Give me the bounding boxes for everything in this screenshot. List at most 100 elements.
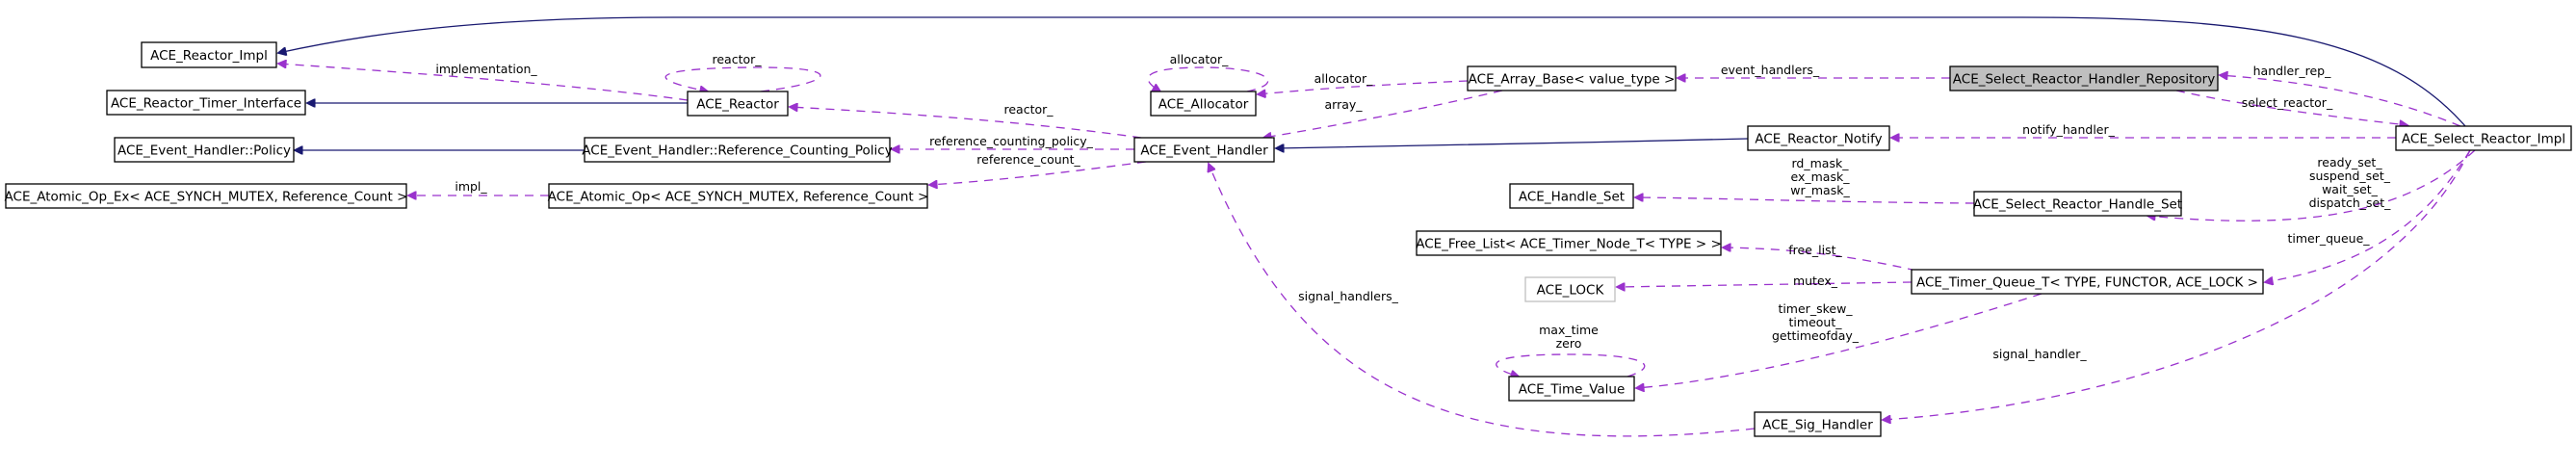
edge-label: reactor_ bbox=[712, 52, 762, 66]
class-node-label: ACE_Allocator bbox=[1158, 97, 1249, 113]
class-node-box[interactable] bbox=[584, 137, 891, 163]
edge-label: impl_ bbox=[455, 179, 487, 194]
class-node-label: ACE_Time_Value bbox=[1519, 382, 1626, 398]
class-node-timer-queue[interactable]: ACE_Timer_Queue_T< TYPE, FUNCTOR, ACE_LO… bbox=[1911, 269, 2264, 295]
usage-edge-select_reactor_impl-to-sig_handler bbox=[1883, 149, 2471, 420]
class-node-label: ACE_Reactor_Notify bbox=[1755, 132, 1882, 147]
class-node-select-reactor-handle-set[interactable]: ACE_Select_Reactor_Handle_Set bbox=[1973, 191, 2182, 217]
class-node-box[interactable] bbox=[106, 90, 306, 116]
inheritance-edge-reactor_notify-to-event_handler bbox=[1276, 138, 1749, 148]
class-node-label: ACE_Free_List< ACE_Timer_Node_T< TYPE > … bbox=[1416, 237, 1722, 252]
class-node-handler-repository[interactable]: ACE_Select_Reactor_Handler_Repository bbox=[1949, 65, 2219, 91]
usage-edge-select_reactor_impl-to-select_reactor_handle_set bbox=[2147, 149, 2476, 221]
class-node-ref-counting-policy[interactable]: ACE_Event_Handler::Reference_Counting_Po… bbox=[582, 137, 893, 163]
edge-label: array_ bbox=[1324, 97, 1363, 112]
edge-label: ex_mask_ bbox=[1791, 169, 1851, 184]
class-node-reactor[interactable]: ACE_Reactor bbox=[687, 91, 789, 117]
class-node-box[interactable] bbox=[1911, 269, 2264, 295]
class-node-label: ACE_Select_Reactor_Handler_Repository bbox=[1953, 72, 2215, 88]
class-node-handle-set[interactable]: ACE_Handle_Set bbox=[1509, 183, 1634, 209]
edge-label: mutex_ bbox=[1793, 274, 1838, 288]
usage-edge-time_value-to-time_value bbox=[1496, 353, 1646, 377]
usage-edge-timer_queue-to-ace_lock bbox=[1617, 281, 1912, 287]
class-node-time-value[interactable]: ACE_Time_Value bbox=[1508, 376, 1635, 402]
class-node-label: ACE_Handle_Set bbox=[1519, 190, 1625, 205]
edge-label: free_list_ bbox=[1788, 243, 1842, 257]
usage-edge-array_base-to-allocator bbox=[1258, 80, 1469, 94]
class-node-label: ACE_Event_Handler::Policy bbox=[117, 143, 291, 159]
edge-label: notify_handler_ bbox=[2022, 122, 2116, 137]
class-node-box[interactable] bbox=[1416, 230, 1722, 256]
class-node-label: ACE_Atomic_Op_Ex< ACE_SYNCH_MUTEX, Refer… bbox=[5, 190, 408, 205]
class-node-allocator[interactable]: ACE_Allocator bbox=[1150, 91, 1257, 117]
class-node-box[interactable] bbox=[114, 137, 295, 163]
class-node-box[interactable] bbox=[141, 41, 277, 68]
edge-label: rd_mask_ bbox=[1792, 156, 1850, 170]
edge-label: select_reactor_ bbox=[2242, 95, 2333, 110]
nodes-layer: ACE_Reactor_ImplACE_Reactor_Timer_Interf… bbox=[5, 41, 2572, 437]
class-node-label: ACE_LOCK bbox=[1537, 283, 1605, 299]
class-node-label: ACE_Sig_Handler bbox=[1762, 418, 1873, 433]
class-node-label: ACE_Timer_Queue_T< TYPE, FUNCTOR, ACE_LO… bbox=[1916, 275, 2258, 291]
class-node-select-reactor-impl[interactable]: ACE_Select_Reactor_Impl bbox=[2395, 125, 2572, 151]
edge-label: handler_rep_ bbox=[2253, 64, 2331, 78]
class-node-sig-handler[interactable]: ACE_Sig_Handler bbox=[1754, 411, 1882, 437]
class-node-box[interactable] bbox=[1508, 376, 1635, 402]
class-node-atomic-op[interactable]: ACE_Atomic_Op< ACE_SYNCH_MUTEX, Referenc… bbox=[548, 183, 929, 209]
inheritance-edge-select_reactor_impl-to-reactor_impl bbox=[278, 16, 2466, 127]
class-node-event-handler[interactable]: ACE_Event_Handler bbox=[1133, 137, 1275, 163]
usage-edge-select_reactor_handle_set-to-handle_set bbox=[1635, 197, 1975, 204]
class-node-eh-policy[interactable]: ACE_Event_Handler::Policy bbox=[114, 137, 295, 163]
edge-label: reference_counting_policy_ bbox=[929, 134, 1094, 148]
edge-label: wr_mask_ bbox=[1790, 183, 1850, 197]
edge-labels-layer: implementation_ reactor_ impl_ reactor_refe… bbox=[435, 52, 2391, 361]
class-node-free-list[interactable]: ACE_Free_List< ACE_Timer_Node_T< TYPE > … bbox=[1416, 230, 1722, 256]
edge-label: dispatch_set_ bbox=[2309, 195, 2392, 210]
edge-label: allocator_ bbox=[1314, 71, 1373, 86]
class-node-box[interactable] bbox=[1133, 137, 1275, 163]
class-node-box[interactable] bbox=[2395, 125, 2572, 151]
usage-edge-select_reactor_impl-to-timer_queue bbox=[2265, 149, 2471, 282]
class-node-box[interactable] bbox=[1747, 125, 1890, 151]
edge-label: gettimeofday_ bbox=[1772, 328, 1860, 343]
class-node-reactor-timer-interface[interactable]: ACE_Reactor_Timer_Interface bbox=[106, 90, 306, 116]
class-node-box[interactable] bbox=[1973, 191, 2182, 217]
class-node-label: ACE_Reactor_Impl bbox=[150, 48, 268, 64]
class-node-box[interactable] bbox=[1467, 65, 1677, 91]
class-node-label: ACE_Reactor bbox=[696, 97, 779, 113]
class-node-box[interactable] bbox=[1524, 276, 1616, 302]
edge-label: reference_count_ bbox=[976, 152, 1080, 167]
class-node-box[interactable] bbox=[1949, 65, 2219, 91]
usage-edge-reactor-to-reactor bbox=[664, 66, 821, 91]
class-node-box[interactable] bbox=[5, 183, 407, 209]
class-node-label: ACE_Select_Reactor_Impl bbox=[2402, 132, 2565, 147]
class-node-box[interactable] bbox=[1754, 411, 1882, 437]
edge-label: suspend_set_ bbox=[2309, 169, 2391, 183]
usage-edge-handler_repository-to-select_reactor_impl bbox=[2175, 90, 2407, 125]
class-node-reactor-notify[interactable]: ACE_Reactor_Notify bbox=[1747, 125, 1890, 151]
class-node-box[interactable] bbox=[548, 183, 928, 209]
class-node-box[interactable] bbox=[1509, 183, 1634, 209]
class-node-ace-lock[interactable]: ACE_LOCK bbox=[1524, 276, 1616, 302]
usage-edge-reactor-to-reactor_impl bbox=[278, 64, 689, 101]
class-node-label: ACE_Event_Handler bbox=[1140, 143, 1268, 159]
edge-label: reactor_ bbox=[1003, 102, 1054, 117]
edge-label: max_time bbox=[1539, 323, 1599, 337]
edge-label: event_handlers_ bbox=[1721, 63, 1820, 77]
class-node-box[interactable] bbox=[687, 91, 789, 117]
class-node-label: ACE_Atomic_Op< ACE_SYNCH_MUTEX, Referenc… bbox=[548, 190, 929, 205]
edge-label: timer_queue_ bbox=[2287, 231, 2370, 246]
class-node-label: ACE_Event_Handler::Reference_Counting_Po… bbox=[582, 143, 892, 159]
edge-label: implementation_ bbox=[435, 62, 537, 76]
class-node-array-base[interactable]: ACE_Array_Base< value_type > bbox=[1467, 65, 1677, 91]
class-node-box[interactable] bbox=[1150, 91, 1257, 117]
edge-label: wait_set_ bbox=[2322, 182, 2379, 196]
edge-label: signal_handlers_ bbox=[1298, 289, 1398, 303]
usage-edge-sig_handler-to-event_handler bbox=[1209, 164, 1756, 437]
class-node-label: ACE_Select_Reactor_Handle_Set bbox=[1973, 197, 2182, 213]
class-node-atomic-op-ex[interactable]: ACE_Atomic_Op_Ex< ACE_SYNCH_MUTEX, Refer… bbox=[5, 183, 408, 209]
usage-edge-event_handler-to-atomic_op bbox=[929, 161, 1147, 185]
class-node-reactor-impl[interactable]: ACE_Reactor_Impl bbox=[141, 41, 277, 68]
class-node-label: ACE_Array_Base< value_type > bbox=[1469, 72, 1676, 88]
